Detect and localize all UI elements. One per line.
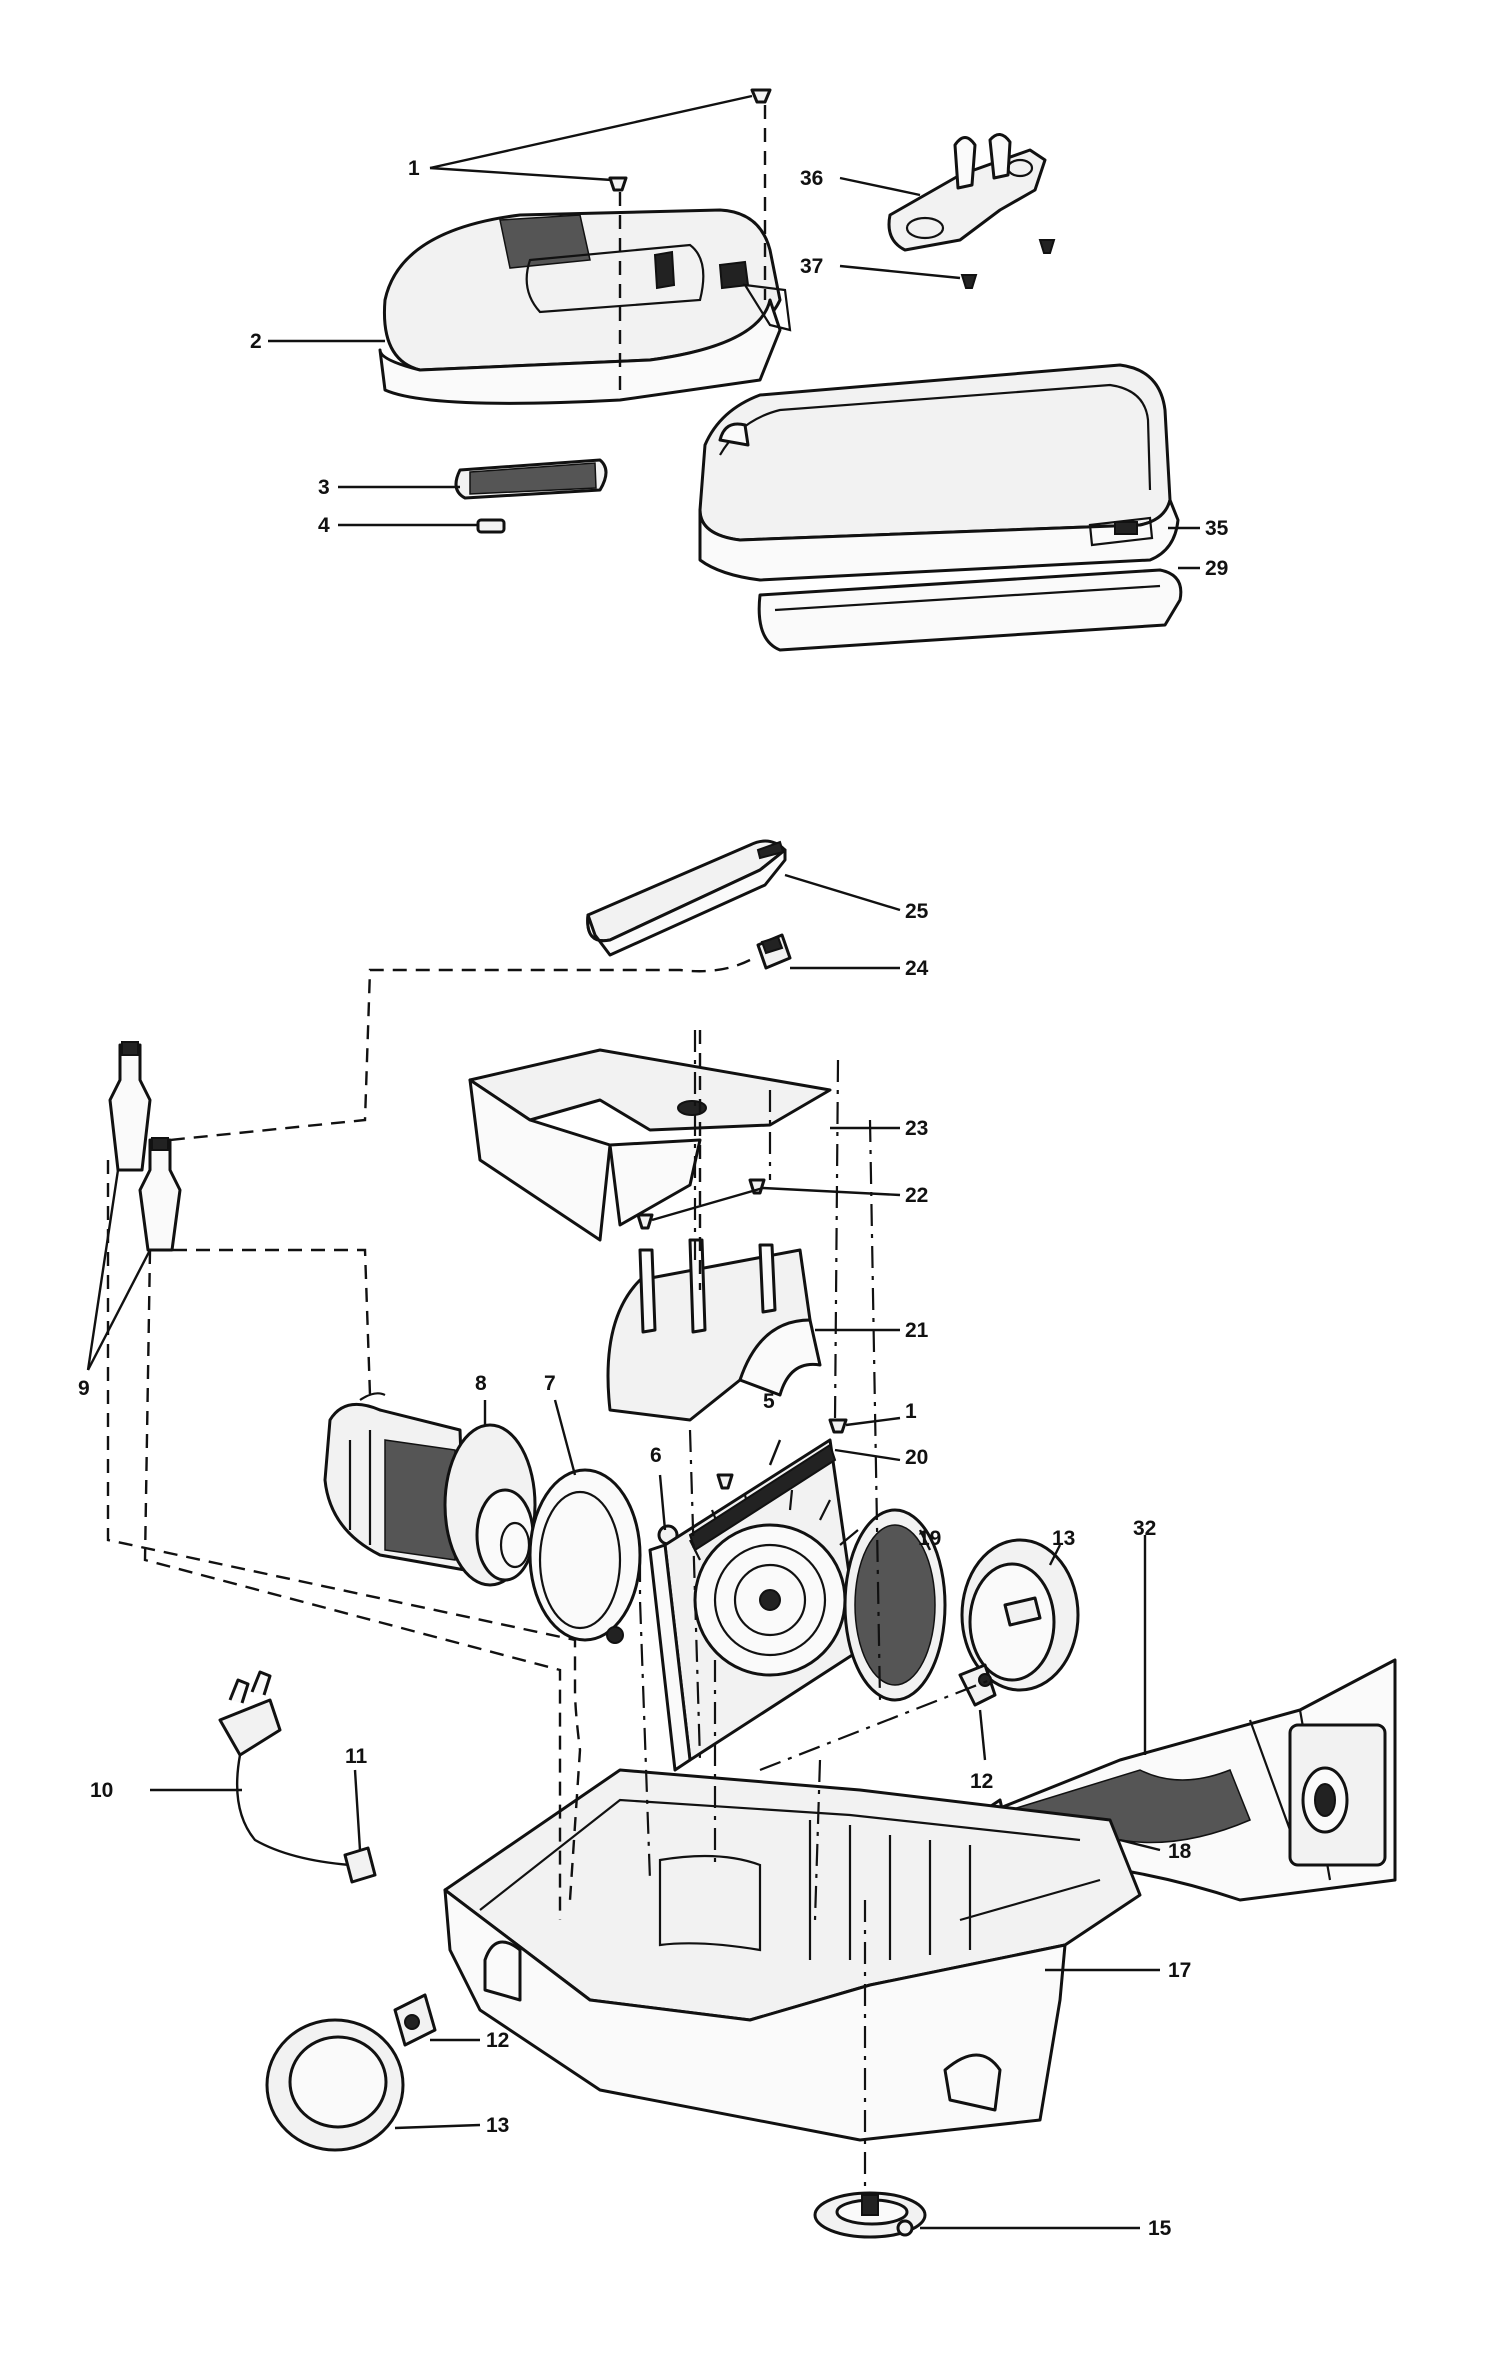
part-axle-12-right [958,1663,997,1707]
part-wheel-13-left [265,2018,405,2152]
part-caster-15 [813,2191,927,2239]
part-gasket-ring-7 [528,1468,642,1642]
part-bag-lid-35 [698,363,1180,582]
callout-6: 6 [650,1444,662,1467]
callout-3: 3 [318,476,330,499]
part-filter-3 [454,458,608,500]
callout-4: 4 [318,514,330,537]
wiring-dashed-lines [106,958,991,2195]
callout-23: 23 [905,1117,928,1140]
callout-1-top: 1 [408,157,420,180]
callout-13-right: 13 [1052,1527,1075,1550]
part-handle-mount-36 [887,133,1047,252]
part-motor-housing-21 [606,1238,822,1422]
callout-1-mid: 1 [905,1400,917,1423]
part-base-17 [443,1768,1142,2142]
callout-36: 36 [800,167,823,190]
callout-2: 2 [250,330,262,353]
part-screws-1-mid [716,1418,848,1490]
part-handle-grip-25 [586,839,787,957]
callout-10: 10 [90,1779,113,1802]
part-fan-housing-20 [648,1438,862,1772]
part-gasket-29 [757,568,1183,652]
callout-9: 9 [78,1377,90,1400]
callout-25: 25 [905,900,929,923]
callout-22: 22 [905,1184,928,1207]
part-top-cover [378,208,792,405]
callout-20: 20 [905,1446,928,1469]
callout-12-right: 12 [970,1770,993,1793]
part-motor-8 [323,1392,537,1587]
callout-15: 15 [1148,2217,1172,2240]
callout-21: 21 [905,1319,929,1342]
callout-11: 11 [345,1745,368,1768]
part-cover-plate-23 [468,1048,832,1242]
callout-35: 35 [1205,517,1229,540]
callout-17: 17 [1168,1959,1191,1982]
callout-29: 29 [1205,557,1228,580]
part-wheel-13-right [960,1538,1080,1692]
part-screws-37 [960,239,1056,289]
callout-7: 7 [544,1372,556,1395]
part-clip-4 [476,518,506,534]
callout-5: 5 [763,1390,775,1413]
callout-12-left: 12 [486,2029,509,2052]
callout-37: 37 [800,255,823,278]
callout-18: 18 [1168,1840,1192,1863]
callout-labels: 1 2 3 4 36 37 35 29 25 24 23 22 21 1 5 2… [78,157,1229,2240]
part-axle-12-left [393,1993,437,2047]
callout-19: 19 [918,1527,941,1550]
callout-13-left: 13 [486,2114,509,2137]
part-filter-disc-19 [843,1508,947,1702]
main-leader-lines [86,873,1161,2230]
part-screws-1-top [608,88,772,192]
callout-32: 32 [1133,1517,1156,1540]
callout-8: 8 [475,1372,487,1395]
part-strain-relief-11 [343,1846,377,1884]
top-leader-lines [268,94,1200,570]
part-connectors-9 [108,1041,182,1252]
part-power-cord-10 [218,1670,351,1867]
callout-24: 24 [905,957,929,980]
part-switch-24 [756,933,792,970]
